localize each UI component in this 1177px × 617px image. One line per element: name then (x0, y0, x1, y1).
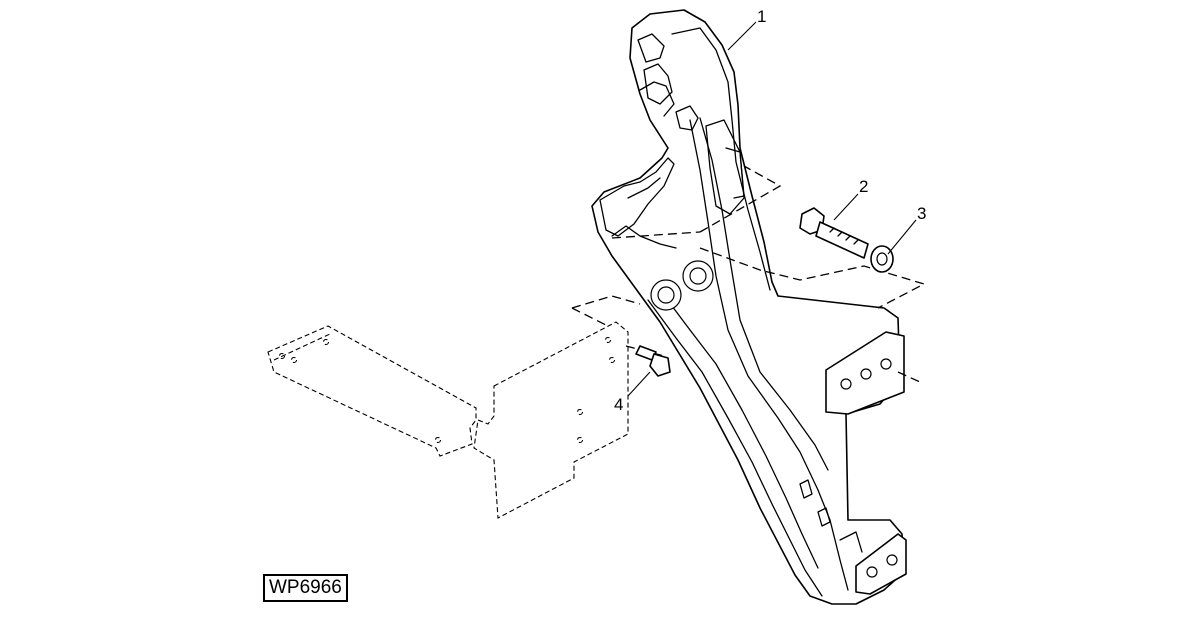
callout-2: 2 (859, 177, 869, 196)
main-support-bracket (591, 9, 907, 605)
callout-leaders (627, 21, 917, 397)
figure-reference-label: WP6966 (263, 574, 348, 602)
callout-4: 4 (614, 395, 624, 414)
phantom-mounting-plates (267, 321, 629, 519)
callout-1: 1 (757, 7, 767, 26)
small-bolt (635, 345, 671, 377)
callout-3: 3 (917, 204, 927, 223)
bolt (799, 207, 869, 259)
washer (870, 245, 894, 273)
